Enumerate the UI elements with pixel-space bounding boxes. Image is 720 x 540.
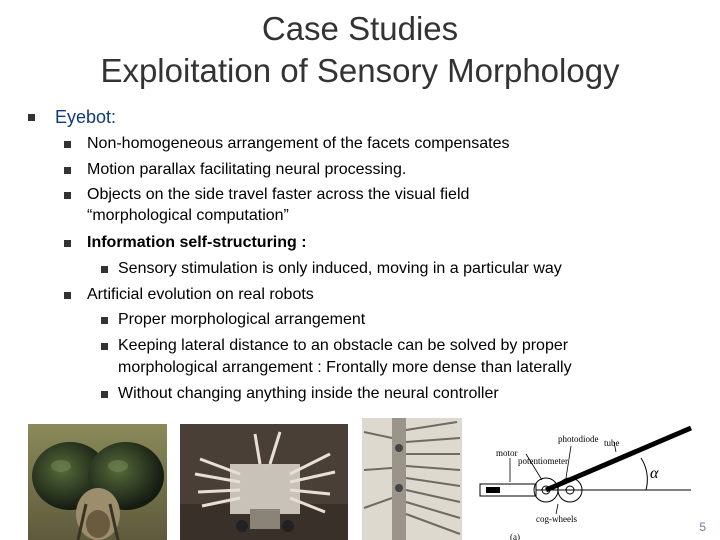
facet-tubes-image bbox=[362, 418, 462, 540]
eyebot-robot-photo bbox=[180, 424, 348, 540]
bullet-square-icon bbox=[64, 141, 71, 148]
bullet-subitem: Keeping lateral distance to an obstacle … bbox=[118, 337, 569, 354]
bullet-item: Information self-structuring : bbox=[87, 234, 307, 251]
bullet-item: Objects on the side travel faster across… bbox=[87, 186, 470, 203]
title-line-2: Exploitation of Sensory Morphology bbox=[100, 52, 620, 89]
bullet-square-icon bbox=[101, 266, 108, 273]
bullet-subitem: Without changing anything inside the neu… bbox=[118, 385, 499, 402]
fly-eye-image bbox=[28, 424, 167, 540]
bullet-item: Artificial evolution on real robots bbox=[87, 286, 314, 303]
label-cog-wheels: cog-wheels bbox=[536, 514, 577, 524]
label-motor: motor bbox=[496, 448, 518, 458]
title-line-1: Case Studies bbox=[261, 10, 459, 47]
tube-line bbox=[545, 425, 692, 493]
bullet-eyebot: Eyebot: bbox=[55, 107, 117, 127]
slide-title: Case Studies Exploitation of Sensory Mor… bbox=[0, 8, 720, 92]
bullet-item: Motion parallax facilitating neural proc… bbox=[87, 161, 407, 178]
bullet-square-icon bbox=[101, 343, 108, 350]
bullet-subitem: Sensory stimulation is only induced, mov… bbox=[118, 260, 562, 277]
bullet-square-icon bbox=[64, 167, 71, 174]
facet-tubes-photo bbox=[362, 418, 462, 540]
cog-wheel-right bbox=[557, 477, 583, 503]
bullet-square-icon bbox=[64, 292, 71, 299]
bullet-square-icon bbox=[101, 391, 108, 398]
label-caption: (a) bbox=[510, 532, 520, 540]
bullet-item-continuation: “morphological computation” bbox=[87, 207, 289, 224]
fly-eye-photo bbox=[28, 424, 167, 540]
bullet-subitem-continuation: morphological arrangement : Frontally mo… bbox=[118, 359, 572, 376]
label-tube: tube bbox=[604, 438, 620, 448]
bullet-square-icon bbox=[64, 240, 71, 247]
sensor-diagram: tube photodiode motor potentiometer α co… bbox=[466, 418, 698, 540]
bullet-square-icon bbox=[28, 114, 35, 121]
bullet-item: Non-homogeneous arrangement of the facet… bbox=[87, 135, 510, 152]
sensor-diagram-svg: tube photodiode motor potentiometer α co… bbox=[466, 418, 698, 540]
page-number: 5 bbox=[699, 520, 706, 534]
bullet-square-icon bbox=[64, 192, 71, 199]
bullet-subitem: Proper morphological arrangement bbox=[118, 311, 366, 328]
bullet-square-icon bbox=[101, 317, 108, 324]
label-photodiode: photodiode bbox=[558, 434, 599, 444]
eyebot-robot-image bbox=[180, 424, 348, 540]
label-alpha: α bbox=[650, 465, 659, 482]
label-potentiometer: potentiometer bbox=[518, 456, 568, 466]
